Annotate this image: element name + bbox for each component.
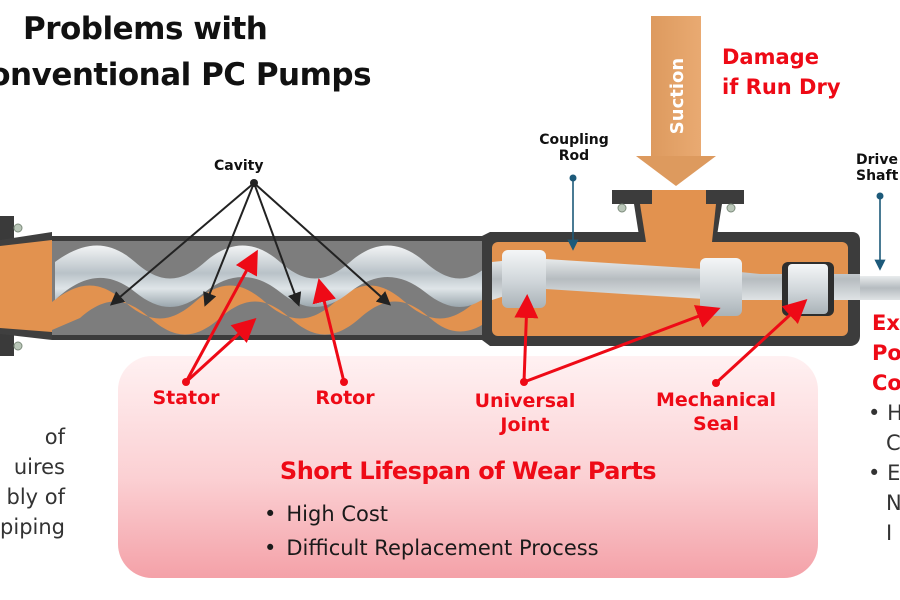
drive-shaft-pointer (874, 192, 886, 271)
right-note-bullet-line: I (886, 521, 893, 545)
universal-joint-label: Universal Joint (462, 389, 588, 437)
title-line-1: Problems with (23, 11, 268, 47)
suction-housing (482, 190, 860, 346)
right-note-bullet-line: • H (868, 401, 900, 425)
inlet-flange (0, 216, 52, 356)
universal-joint-label-line-1: Universal (474, 390, 576, 412)
wear-parts-heading: Short Lifespan of Wear Parts (279, 457, 657, 485)
stator-label: Stator (152, 387, 220, 409)
cavity-pointers (109, 179, 391, 307)
mechanical-seal-label-line-2: Seal (693, 413, 739, 435)
mechanical-seal-label-line-1: Mechanical (655, 389, 777, 411)
run-dry-warning-line-2: if Run Dry (722, 75, 841, 99)
coupling-rod-label: Coupling Rod (532, 132, 616, 164)
coupling-rod-label-line-2: Rod (558, 148, 590, 164)
left-note-line: of (44, 425, 65, 449)
right-note-heading-line: Po (872, 341, 900, 365)
right-note-heading: Ex Po Co (872, 308, 900, 398)
right-note-heading-line: Co (872, 371, 900, 395)
run-dry-warning-line-1: Damage (722, 45, 819, 69)
left-note-line: bly of (6, 485, 65, 509)
left-note-line: piping (0, 515, 65, 539)
suction-label: Suction (667, 57, 688, 135)
left-note-line: uires (13, 455, 65, 479)
right-note-bullet-line: • E (868, 461, 900, 485)
coupling-rod-label-line-1: Coupling (539, 132, 609, 148)
bullet-difficult-replacement: Difficult Replacement Process (264, 531, 598, 565)
drive-shaft-label: Drive Shaft (856, 152, 898, 184)
rotor-label: Rotor (315, 387, 375, 409)
universal-joint-2 (700, 258, 742, 316)
universal-joint-label-line-2: Joint (500, 414, 550, 436)
left-note: of uires bly of piping (0, 422, 65, 542)
stator-tube (52, 236, 492, 340)
right-note-heading-line: Ex (872, 311, 900, 335)
wear-part-pointers (182, 249, 808, 387)
suction-label-wrap: Suction (658, 50, 698, 140)
suction-arrow-icon (636, 16, 716, 186)
right-note-bullets: • H C • E N I (868, 398, 900, 548)
drive-shaft-label-line-1: Drive (856, 152, 898, 168)
drive-shaft (860, 276, 900, 300)
wear-parts-bullets: High Cost Difficult Replacement Process (264, 497, 599, 565)
drive-shaft-label-line-2: Shaft (856, 168, 899, 184)
bullet-high-cost: High Cost (264, 497, 599, 531)
cavity-label: Cavity (214, 158, 264, 174)
title-line-2: Conventional PC Pumps (0, 57, 372, 93)
coupling-rod-pointer (567, 174, 579, 251)
mechanical-seal-label: Mechanical Seal (642, 388, 790, 436)
right-note-bullet-line: C (886, 431, 900, 455)
run-dry-warning: Damage if Run Dry (722, 42, 841, 102)
right-note-bullet-line: N (886, 491, 900, 515)
universal-joint-1 (502, 250, 546, 308)
